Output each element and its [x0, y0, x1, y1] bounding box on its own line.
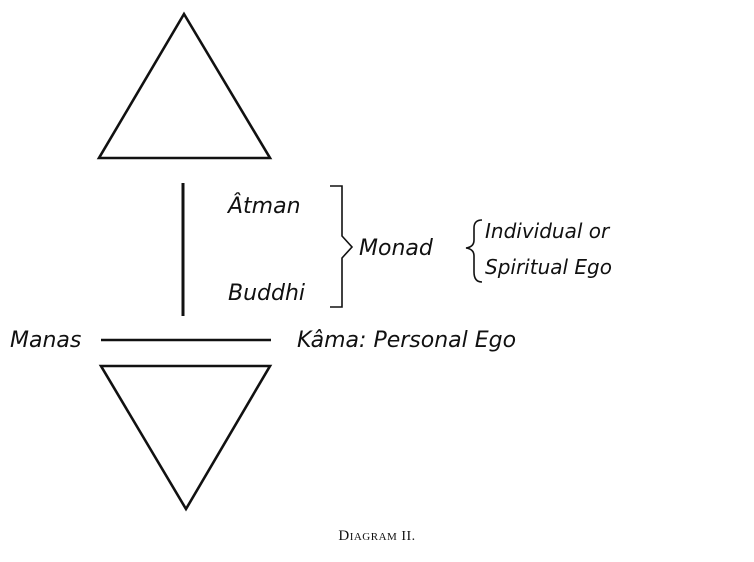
kama-label: Kâma: Personal Ego: [297, 328, 516, 353]
ego-brace: [465, 219, 483, 283]
caption-numeral: II.: [397, 529, 415, 544]
diagram-caption: DIAGRAM II.: [338, 528, 415, 544]
lower-triangle: [98, 364, 273, 512]
monad-label: Monad: [359, 236, 434, 261]
upper-triangle: [96, 11, 273, 160]
atman-label: Âtman: [226, 193, 301, 219]
buddhi-label: Buddhi: [228, 281, 305, 306]
monad-bracket: [330, 185, 354, 308]
caption-first-letter: D: [338, 528, 349, 544]
spiritual-ego-label: Spiritual Ego: [485, 255, 612, 279]
individual-label: Individual or: [485, 219, 611, 243]
caption-word: IAGRAM: [350, 531, 398, 543]
manas-label: Manas: [10, 328, 81, 353]
